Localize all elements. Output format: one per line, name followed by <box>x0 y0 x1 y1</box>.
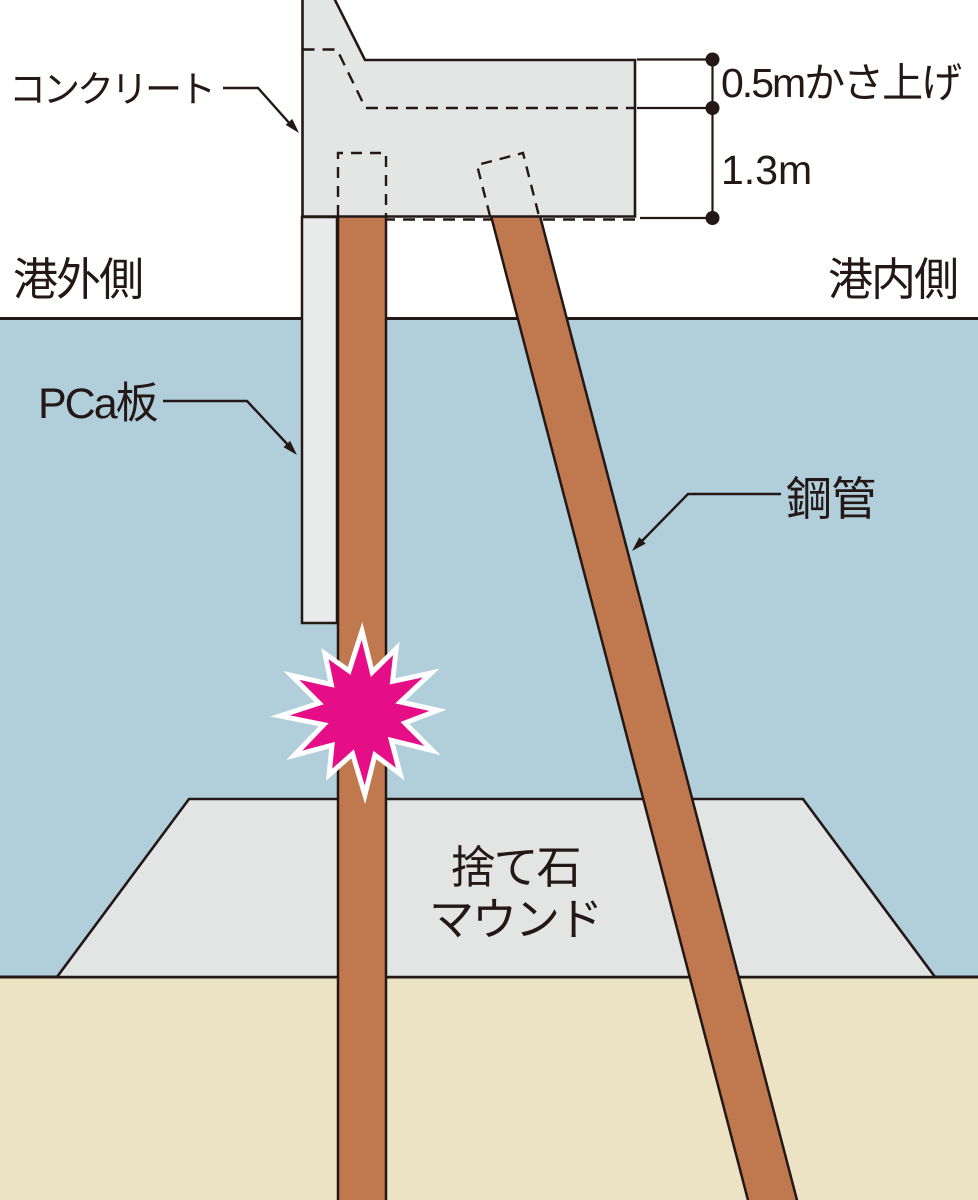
pca-panel-shape <box>300 215 339 625</box>
harbor-outer-side-label: 港外側 <box>13 254 144 305</box>
steel-pipe-leader-arrowhead <box>632 537 646 551</box>
pca-leader-line <box>163 399 290 447</box>
steel-pipe-leader-line <box>639 492 781 544</box>
dimension-height-label: 1.3m <box>721 147 813 193</box>
steel-pipe-label: 鋼管 <box>786 473 877 525</box>
pca-leader-arrowhead <box>283 440 297 455</box>
concrete-leader-line <box>223 86 292 126</box>
pca-panel-label: PCa板 <box>38 380 159 428</box>
rubble-mound-label: 捨て石 マウンド <box>360 842 670 946</box>
rubble-mound-label-line2: マウンド <box>428 894 603 945</box>
dashed-vertical-pipe-in-cap <box>336 151 388 216</box>
concrete-leader-arrowhead <box>285 118 299 133</box>
dimension-raise-label: 0.5mかさ上げ <box>721 60 962 106</box>
dimension-dot-middle <box>705 101 720 115</box>
concrete-label: コンクリート <box>9 69 216 110</box>
dashed-diagonal-pipe-in-cap <box>475 151 541 217</box>
dimension-dot-bottom <box>705 211 720 225</box>
dashed-original-cap-profile <box>302 48 635 110</box>
seabed-area <box>0 977 978 1200</box>
dimension-annotation <box>637 52 720 225</box>
rubble-mound-label-line1: 捨て石 <box>450 842 581 893</box>
harbor-inner-side-label: 港内側 <box>828 254 959 305</box>
dimension-dot-top <box>705 52 720 67</box>
damage-starburst <box>270 621 447 805</box>
